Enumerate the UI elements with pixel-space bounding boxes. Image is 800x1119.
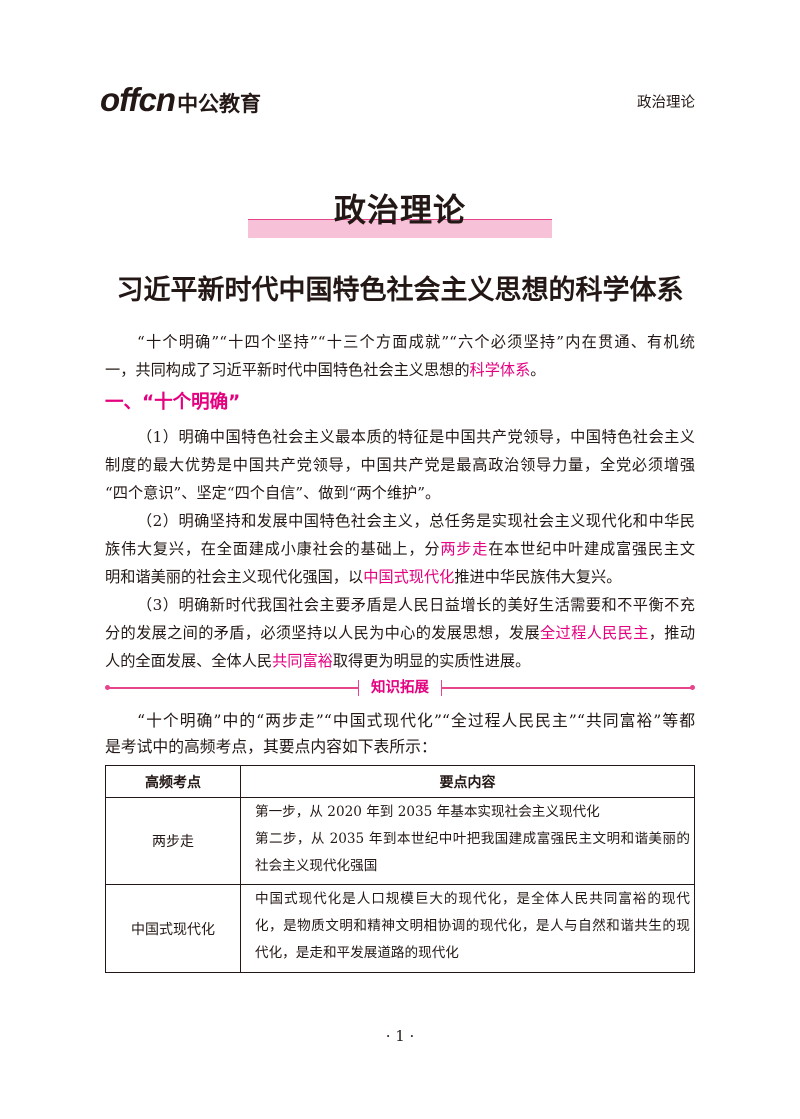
intro-paragraph: “十个明确”“十四个坚持”“十三个方面成就”“六个必须坚持”内在贯通、有机统 一… [105, 328, 695, 384]
paragraph-line: 一，共同构成了习近平新时代中国特色社会主义思想的科学体系。 [105, 356, 695, 384]
paragraph-line: 分的发展之间的矛盾，必须坚持以人民为中心的发展思想，发展全过程人民民主，推动 [105, 619, 695, 647]
cell-line: 代化，是走和平发展道路的现代化 [255, 945, 459, 961]
paragraph-line: 族伟大复兴，在全面建成小康社会的基础上，分两步走在本世纪中叶建成富强民主文 [105, 535, 695, 563]
knowledge-label: 知识拓展 [358, 680, 442, 696]
cell-line: 社会主义现代化强国 [255, 858, 378, 874]
list-item-1: （1）明确中国特色社会主义最本质的特征是中国共产党领导，中国特色社会主义 制度的… [105, 423, 695, 507]
cell-line: 中国式现代化是人口规模巨大的现代化，是全体人民共同富裕的现代 [255, 891, 690, 907]
term-cell: 中国式现代化 [105, 884, 241, 973]
running-header-section: 政治理论 [637, 95, 695, 111]
points-cell: 第一步，从 2020 年到 2035 年基本实现社会主义现代化 第二步，从 20… [240, 797, 695, 885]
line-text: 制度的最大优势是中国共产党领导，中国共产党是最高政治领导力量，全党必须增强 [105, 456, 695, 474]
line-text: “四个意识”、坚定“四个自信”、做到“两个维护”。 [105, 484, 441, 502]
column-header: 要点内容 [240, 765, 695, 798]
line-text: 取得更为明显的实质性进展。 [332, 652, 531, 670]
line-text: 。 [530, 361, 546, 379]
highlight-term: 科学体系 [469, 361, 531, 379]
paragraph-line: “四个意识”、坚定“四个自信”、做到“两个维护”。 [105, 479, 695, 507]
line-text: （2）明确坚持和发展中国特色社会主义，总任务是实现社会主义现代化和中华民 [137, 512, 695, 530]
cell-line: 第二步，从 2035 年到本世纪中叶把我国建成富强民主文明和谐美丽的 [255, 831, 690, 847]
divider-rule [107, 687, 358, 689]
logo-latin-text: offcn [100, 81, 176, 118]
cell-line: 化，是物质文明和精神文明相协调的现代化，是人与自然和谐共生的现 [255, 918, 690, 934]
line-text: 在本世纪中叶建成富强民主文 [488, 540, 695, 558]
line-text: 一，共同构成了习近平新时代中国特色社会主义思想的 [105, 361, 470, 379]
list-item-2: （2）明确坚持和发展中国特色社会主义，总任务是实现社会主义现代化和中华民 族伟大… [105, 507, 695, 591]
title-decoration-band [248, 219, 552, 238]
list-item-3: （3）明确新时代我国社会主要矛盾是人民日益增长的美好生活需要和不平衡不充 分的发… [105, 591, 695, 675]
line-text: ，推动 [648, 624, 695, 642]
paragraph-line: 人的全面发展、全体人民共同富裕取得更为明显的实质性进展。 [105, 647, 695, 675]
highlight-term: 中国式现代化 [363, 568, 455, 586]
logo-chinese-text: 中公教育 [177, 92, 262, 116]
line-text: 人的全面发展、全体人民 [105, 652, 273, 670]
page-number: · 1 · [385, 1027, 415, 1045]
line-text: 明和谐美丽的社会主义现代化强国，以 [105, 568, 364, 586]
knowledge-paragraph: “十个明确”中的“两步走”“中国式现代化”“全过程人民民主”“共同富裕”等都 是… [105, 708, 695, 760]
line-text: “十个明确”“十四个坚持”“十三个方面成就”“六个必须坚持”内在贯通、有机统 [137, 333, 695, 351]
points-cell: 中国式现代化是人口规模巨大的现代化，是全体人民共同富裕的现代 化，是物质文明和精… [240, 884, 695, 973]
paragraph-line: 是考试中的高频考点，其要点内容如下表所示： [105, 737, 437, 756]
subsection-heading: 一、“十个明确” [105, 392, 241, 413]
cell-line: 第一步，从 2020 年到 2035 年基本实现社会主义现代化 [255, 804, 600, 820]
table-row: 两步走 第一步，从 2020 年到 2035 年基本实现社会主义现代化 第二步，… [105, 797, 695, 885]
paragraph-line: “十个明确”中的“两步走”“中国式现代化”“全过程人民民主”“共同富裕”等都 [137, 711, 695, 730]
paragraph-line: 明和谐美丽的社会主义现代化强国，以中国式现代化推进中华民族伟大复兴。 [105, 563, 695, 591]
key-points-table: 高频考点 要点内容 两步走 第一步，从 2020 年到 2035 年基本实现社会… [105, 765, 695, 973]
table-header-row: 高频考点 要点内容 [105, 765, 695, 798]
knowledge-divider: 知识拓展 [105, 680, 695, 696]
paragraph-line: （2）明确坚持和发展中国特色社会主义，总任务是实现社会主义现代化和中华民 [105, 507, 695, 535]
divider-dot [690, 685, 695, 690]
highlight-term: 共同富裕 [272, 652, 333, 670]
line-text: 分的发展之间的矛盾，必须坚持以人民为中心的发展思想，发展 [105, 624, 540, 642]
line-text: 推进中华民族伟大复兴。 [454, 568, 622, 586]
term-cell: 两步走 [105, 797, 241, 885]
paragraph-line: 制度的最大优势是中国共产党领导，中国共产党是最高政治领导力量，全党必须增强 [105, 451, 695, 479]
chapter-title: 政治理论 [333, 191, 466, 229]
table-row: 中国式现代化 中国式现代化是人口规模巨大的现代化，是全体人民共同富裕的现代 化，… [105, 884, 695, 973]
paragraph-line: （1）明确中国特色社会主义最本质的特征是中国共产党领导，中国特色社会主义 [105, 423, 695, 451]
divider-rule [442, 687, 693, 689]
paragraph-line: （3）明确新时代我国社会主要矛盾是人民日益增长的美好生活需要和不平衡不充 [105, 591, 695, 619]
line-text: （1）明确中国特色社会主义最本质的特征是中国共产党领导，中国特色社会主义 [137, 428, 695, 446]
column-header: 高频考点 [105, 765, 241, 798]
offcn-logo: offcn 中公教育 [100, 82, 261, 118]
section-title: 习近平新时代中国特色社会主义思想的科学体系 [116, 275, 684, 306]
highlight-term: 全过程人民民主 [540, 624, 649, 642]
line-text: （3）明确新时代我国社会主要矛盾是人民日益增长的美好生活需要和不平衡不充 [137, 596, 695, 614]
paragraph-line: “十个明确”“十四个坚持”“十三个方面成就”“六个必须坚持”内在贯通、有机统 [105, 328, 695, 356]
line-text: 族伟大复兴，在全面建成小康社会的基础上，分 [105, 540, 441, 558]
highlight-term: 两步走 [440, 540, 489, 558]
